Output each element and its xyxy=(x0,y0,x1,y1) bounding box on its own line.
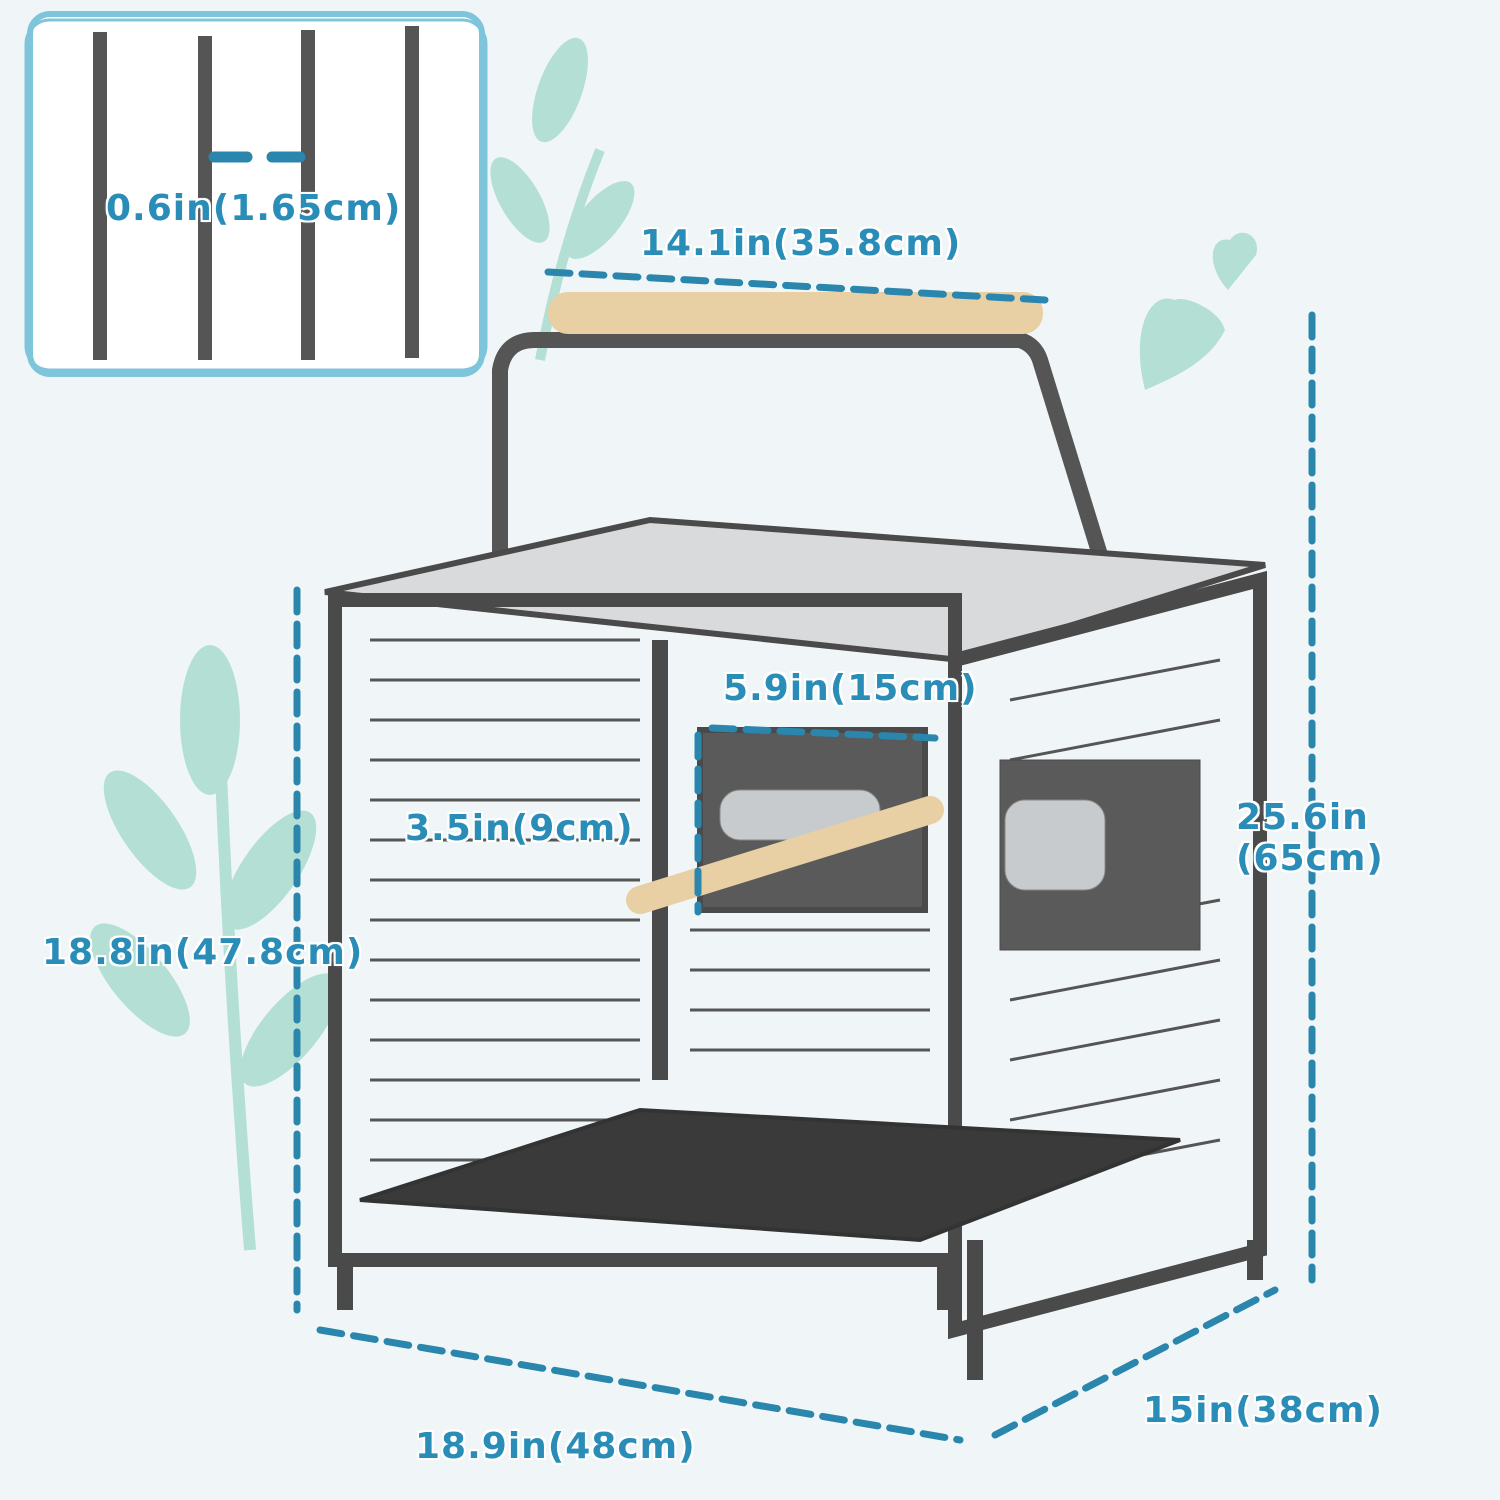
total-height-label: 25.6in (65cm) xyxy=(1236,797,1384,880)
dimension-lines xyxy=(293,268,1316,1444)
leaf-branch-icon xyxy=(90,37,635,1251)
bird-cage-image xyxy=(324,292,1267,1380)
door-width-label: 5.9in(15cm) xyxy=(723,668,978,709)
handle-width-label: 14.1in(35.8cm) xyxy=(640,223,962,264)
heart-icon xyxy=(1139,232,1258,390)
body-height-label: 18.8in(47.8cm) xyxy=(42,932,364,973)
length-label: 18.9in(48cm) xyxy=(415,1426,696,1467)
total-height-inches: 25.6in xyxy=(1236,797,1369,838)
depth-label: 15in(38cm) xyxy=(1143,1390,1383,1431)
door-height-label: 3.5in(9cm) xyxy=(405,808,634,849)
total-height-cm: (65cm) xyxy=(1236,838,1384,880)
handle-perch xyxy=(548,292,1043,334)
bar-spacing-inset xyxy=(24,11,488,377)
bar-spacing-label: 0.6in(1.65cm) xyxy=(106,188,402,229)
